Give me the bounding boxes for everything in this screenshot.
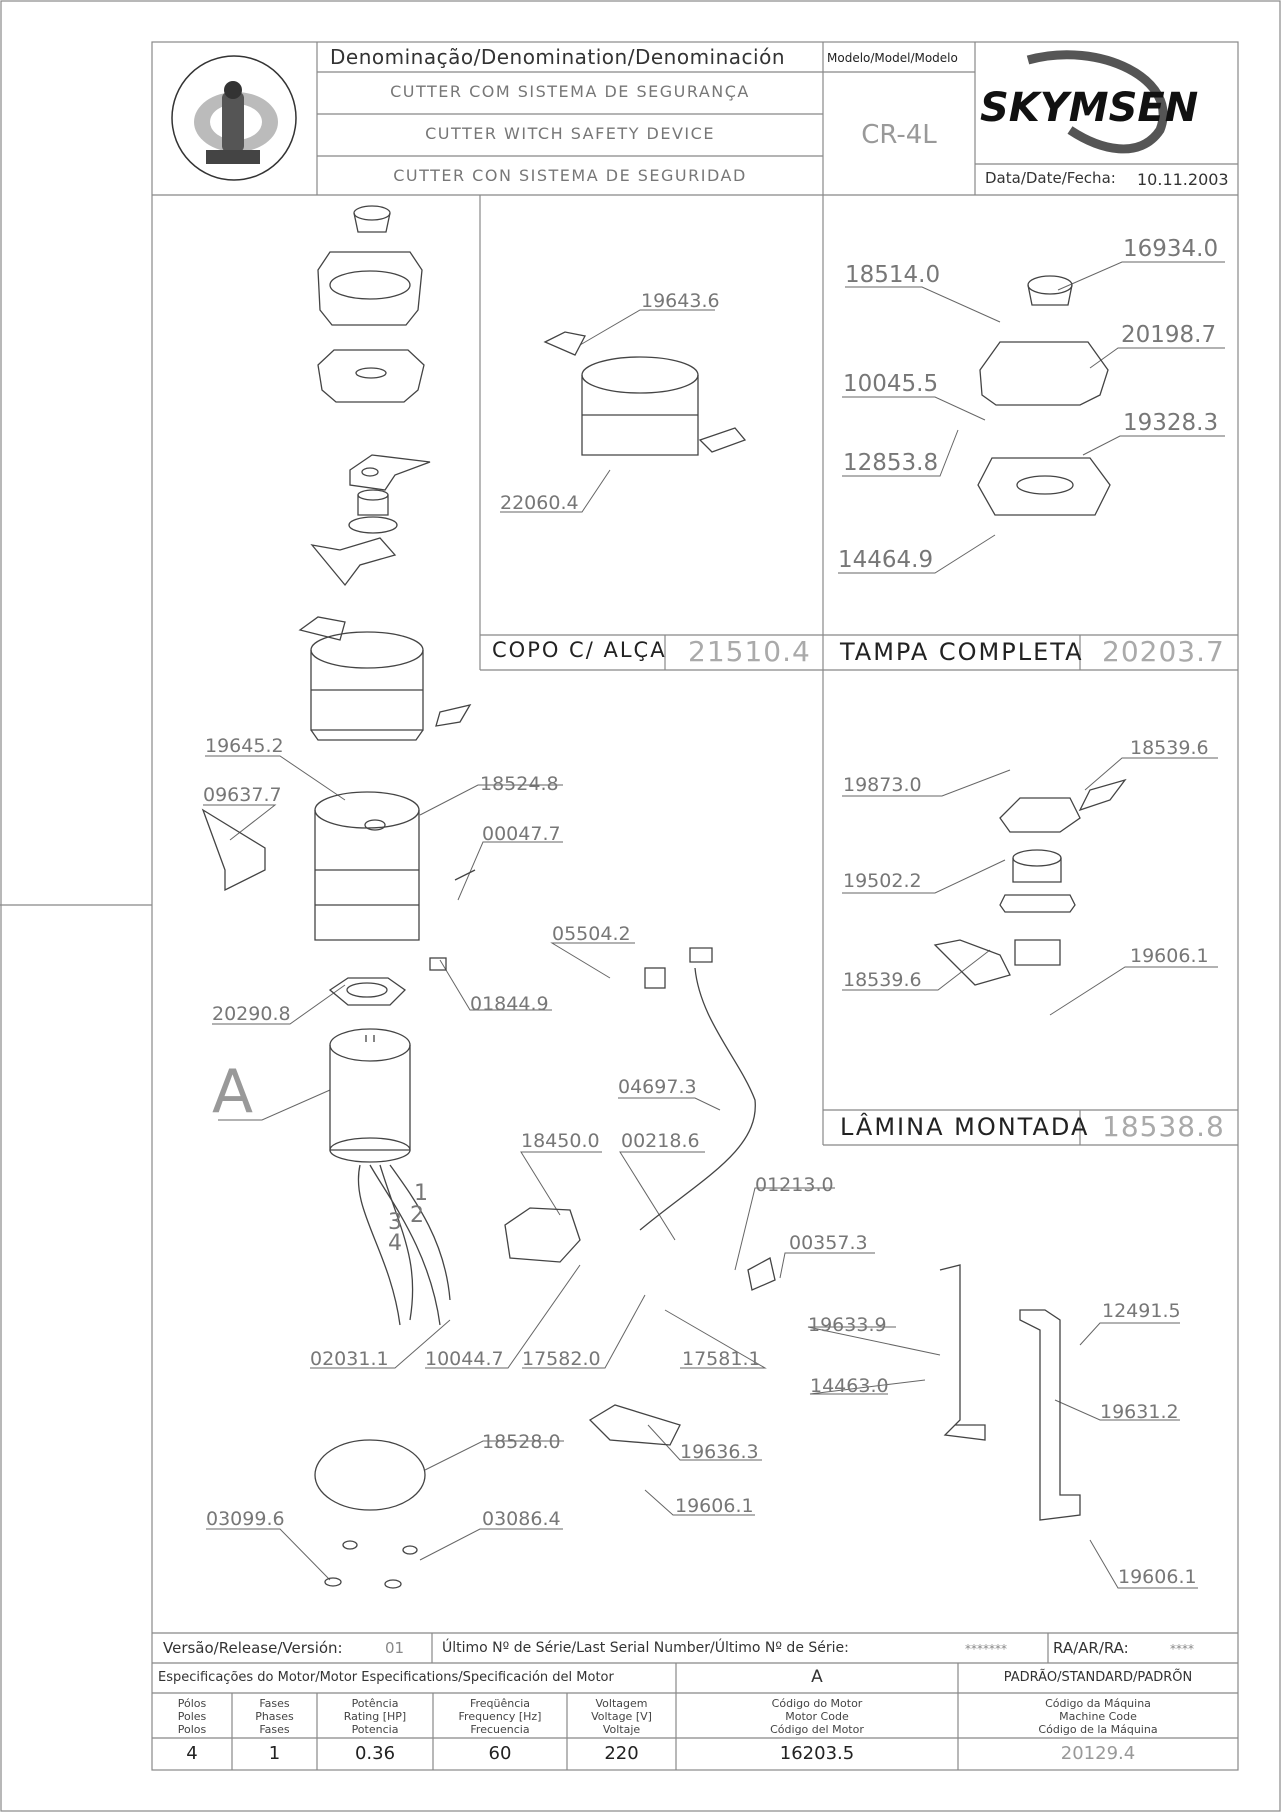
description-spanish: CUTTER CON SISTEMA DE SEGURIDAD	[393, 166, 747, 185]
motor-spec-label: Especificações do Motor/Motor Especifica…	[158, 1670, 614, 1685]
part-label: 03086.4	[482, 1508, 561, 1530]
part-label: 19606.1	[1118, 1566, 1197, 1588]
frequency-value: 60	[488, 1743, 512, 1764]
wire-number: 2	[410, 1203, 424, 1228]
description-portuguese: CUTTER COM SISTEMA DE SEGURANÇA	[390, 82, 750, 101]
part-label: 12853.8	[843, 450, 939, 476]
part-label: 18514.0	[845, 262, 941, 288]
lamina-panel-name: LÂMINA MONTADA	[840, 1113, 1090, 1141]
copo-panel-name: COPO C/ ALÇA	[492, 638, 667, 662]
power-value: 0.36	[354, 1743, 396, 1764]
part-label: 10045.5	[843, 371, 939, 397]
brand-logo: SKYMSEN	[980, 85, 1199, 131]
motor-letter: A	[811, 1667, 823, 1687]
date-label: Data/Date/Fecha:	[985, 169, 1116, 187]
part-label: 17581.1	[682, 1348, 761, 1370]
part-label: 19631.2	[1100, 1401, 1179, 1423]
part-label: 22060.4	[500, 492, 579, 514]
standard-label: PADRÃO/STANDARD/PADRÕN	[1003, 1670, 1193, 1685]
part-label: 19502.2	[843, 870, 922, 892]
part-label: 02031.1	[310, 1348, 389, 1370]
part-label: 19643.6	[641, 290, 720, 312]
part-label: 00218.6	[621, 1130, 700, 1152]
voltage-value: 220	[604, 1743, 639, 1764]
motor-code-value: 16203.5	[779, 1743, 855, 1764]
part-label: 18528.0	[482, 1431, 561, 1453]
poles-header: Pólos Poles Polos	[177, 1697, 207, 1736]
exploded-parts	[201, 205, 1127, 1589]
phases-value: 1	[268, 1743, 281, 1764]
part-label: 03099.6	[206, 1508, 285, 1530]
part-label: 20198.7	[1121, 322, 1217, 348]
machine-code-value: 20129.4	[1060, 1743, 1136, 1764]
part-label: 04697.3	[618, 1076, 697, 1098]
part-label: 19873.0	[843, 774, 922, 796]
serial-label: Último Nº de Série/Last Serial Number/Úl…	[442, 1640, 849, 1656]
part-label: 19606.1	[1130, 945, 1209, 967]
poles-value: 4	[186, 1743, 198, 1764]
part-label: 01844.9	[470, 993, 549, 1015]
phases-header: Fases Phases Fases	[255, 1697, 294, 1736]
part-label: 19328.3	[1123, 410, 1219, 436]
wire-number: 3	[388, 1210, 402, 1235]
machine-code-header: Código da Máquina Machine Code Código de…	[1038, 1697, 1158, 1736]
wire-number: 1	[414, 1181, 428, 1206]
part-label: 19636.3	[680, 1441, 759, 1463]
part-label: 19645.2	[205, 735, 284, 757]
part-label: 18524.8	[480, 773, 559, 795]
leader-lines	[203, 261, 1225, 1589]
part-label: 00357.3	[789, 1232, 868, 1254]
copo-panel-code: 21510.4	[688, 635, 811, 668]
frequency-header: Freqüência Frequency [Hz] Frecuencia	[458, 1697, 542, 1736]
motor-code-header: Código do Motor Motor Code Código del Mo…	[770, 1697, 864, 1736]
part-label: 18539.6	[1130, 737, 1209, 759]
part-label: 17582.0	[522, 1348, 601, 1370]
part-label: 14463.0	[810, 1375, 889, 1397]
voltage-header: Voltagem Voltage [V] Voltaje	[591, 1697, 652, 1736]
part-label-motor-a: A	[212, 1057, 254, 1127]
tampa-panel-code: 20203.7	[1102, 635, 1225, 668]
ra-label: RA/AR/RA:	[1053, 1639, 1129, 1657]
part-label: 01213.0	[755, 1174, 834, 1196]
model-label: Modelo/Model/Modelo	[827, 51, 958, 65]
part-label: 10044.7	[425, 1348, 504, 1370]
part-label: 19633.9	[808, 1314, 887, 1336]
date-value: 10.11.2003	[1137, 170, 1229, 189]
part-label: 19606.1	[675, 1495, 754, 1517]
part-label: 16934.0	[1123, 236, 1219, 262]
part-label: 00047.7	[482, 823, 561, 845]
skymsen-swoosh	[1026, 50, 1168, 154]
model-value: CR-4L	[861, 120, 937, 150]
version-label: Versão/Release/Versión:	[163, 1639, 343, 1657]
part-label: 12491.5	[1102, 1300, 1181, 1322]
serial-value: *******	[965, 1642, 1007, 1656]
wire-number: 4	[388, 1231, 402, 1256]
part-label: 20290.8	[212, 1003, 291, 1025]
part-label: 18539.6	[843, 969, 922, 991]
version-value: 01	[385, 1639, 405, 1657]
part-label: 14464.9	[838, 547, 934, 573]
part-label: 09637.7	[203, 784, 282, 806]
denomination-label: Denominação/Denomination/Denominación	[330, 45, 786, 69]
tampa-panel-name: TAMPA COMPLETA	[840, 638, 1084, 666]
part-label: 05504.2	[552, 923, 631, 945]
ra-value: ****	[1170, 1642, 1194, 1656]
power-header: Potência Rating [HP] Potencia	[343, 1697, 407, 1736]
part-label: 18450.0	[521, 1130, 600, 1152]
lamina-panel-code: 18538.8	[1102, 1110, 1225, 1143]
description-english: CUTTER WITCH SAFETY DEVICE	[425, 124, 715, 143]
authorized-assistance-seal	[171, 55, 297, 181]
